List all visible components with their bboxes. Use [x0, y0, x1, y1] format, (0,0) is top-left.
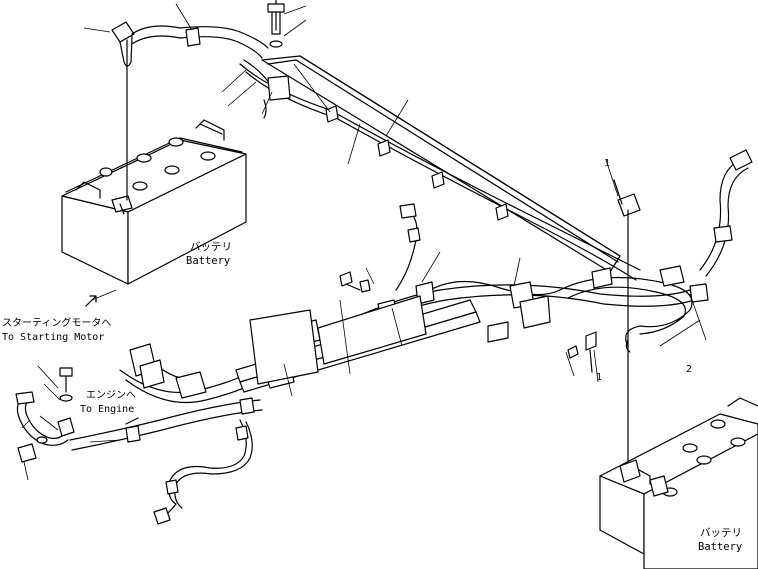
battery-top-en-label: Battery	[186, 255, 230, 267]
battery-bottom-right	[599, 397, 758, 569]
left-hose	[15, 367, 75, 463]
callout-1-bottom: 1	[596, 372, 602, 383]
battery-bottom-en-label: Battery	[698, 541, 742, 553]
starting-motor-en-label: To Starting Motor	[2, 332, 104, 343]
starting-motor-arrow	[85, 295, 97, 307]
engine-label: エンジンへ To Engine	[80, 390, 136, 415]
callout-1-top: 1	[604, 158, 610, 169]
engine-jp-label: エンジンへ	[86, 390, 136, 401]
battery-top-left	[61, 119, 247, 285]
battery-top-jp-label: バッテリ	[190, 241, 232, 253]
engine-arrow	[125, 417, 139, 425]
battery-label-top: バッテリ Battery	[186, 241, 232, 267]
battery-bottom-jp-label: バッテリ	[700, 527, 742, 539]
leader-lines	[21, 3, 707, 481]
main-harness	[69, 203, 709, 525]
starting-motor-label: スターティングモータへ To Starting Motor	[2, 316, 111, 343]
battery-label-bottom: バッテリ Battery	[698, 527, 742, 553]
starting-motor-jp-label: スターティングモータへ	[2, 316, 111, 329]
callout-2: 2	[686, 364, 692, 375]
engine-en-label: To Engine	[80, 404, 134, 415]
top-cable-assembly	[131, 0, 641, 281]
right-cable-assembly	[613, 149, 753, 277]
